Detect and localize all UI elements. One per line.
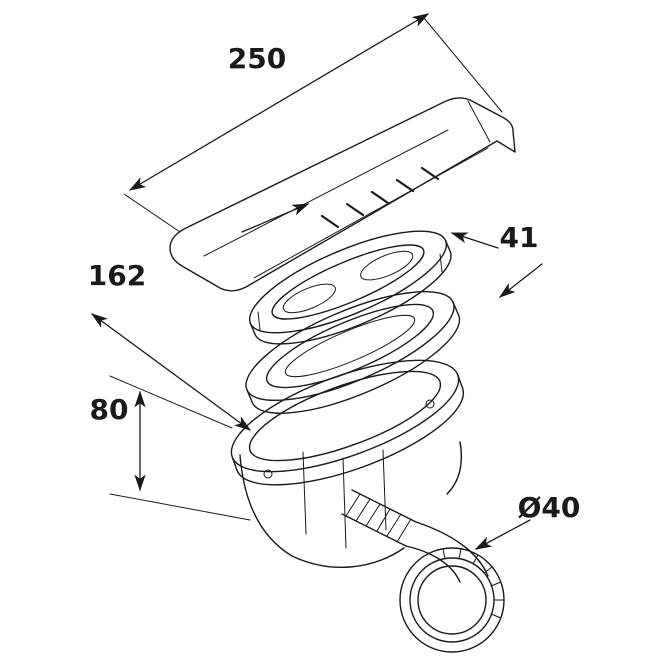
dim-250-extension-right: [423, 17, 503, 113]
outlet-collar-threads: [442, 548, 505, 619]
dim-80-label: 80: [90, 393, 129, 426]
dia-40-leader: [474, 519, 531, 550]
outlet-neck-threads: [345, 493, 412, 543]
upper-flange-ring: [248, 230, 452, 345]
cover-direction-arrow: [241, 203, 310, 233]
dim-162-line: [90, 313, 252, 431]
screw-boss: [425, 399, 435, 409]
cover-bottom-inner-edge: [253, 147, 489, 279]
outlet-elbow: [341, 489, 505, 653]
body-bottom: [291, 547, 405, 569]
clamp-tab: [257, 311, 261, 331]
dim-80-extension-bottom: [109, 493, 251, 521]
dim-250-line: [128, 13, 430, 191]
dia-40-label: Ø40: [518, 491, 581, 524]
drain-body: [230, 359, 465, 569]
body-rib: [342, 457, 347, 549]
dim-41-leader: [450, 232, 499, 249]
body-rib: [302, 451, 307, 535]
flange-slot: [360, 250, 414, 281]
flange-leader-arrow: [498, 263, 543, 298]
outlet-opening: [399, 547, 505, 653]
body-right-wall: [446, 441, 463, 495]
body-left-wall: [239, 454, 293, 557]
dimension-labels: 250 162 41 80 Ø40: [88, 42, 581, 524]
lower-flange-ring: [245, 290, 461, 414]
clamp-tab: [439, 253, 443, 273]
cover-plate: [169, 97, 516, 292]
dim-80-extension-top: [109, 375, 233, 429]
cover-fold-line: [203, 129, 449, 257]
cover-lip-edge: [467, 100, 491, 143]
drawing-root: 250 162 41 80 Ø40: [88, 13, 581, 653]
dim-250-extension-left: [123, 193, 181, 233]
screw-boss: [263, 469, 273, 479]
dim-80: [109, 375, 251, 521]
dim-250: [123, 13, 503, 233]
dim-250-label: 250: [228, 42, 286, 75]
elbow-outer-curve: [415, 521, 489, 577]
dim-41-label: 41: [500, 221, 539, 254]
cover-vent-slits: [320, 166, 440, 229]
dim-162-label: 162: [88, 259, 146, 292]
flange-slot: [282, 283, 336, 314]
